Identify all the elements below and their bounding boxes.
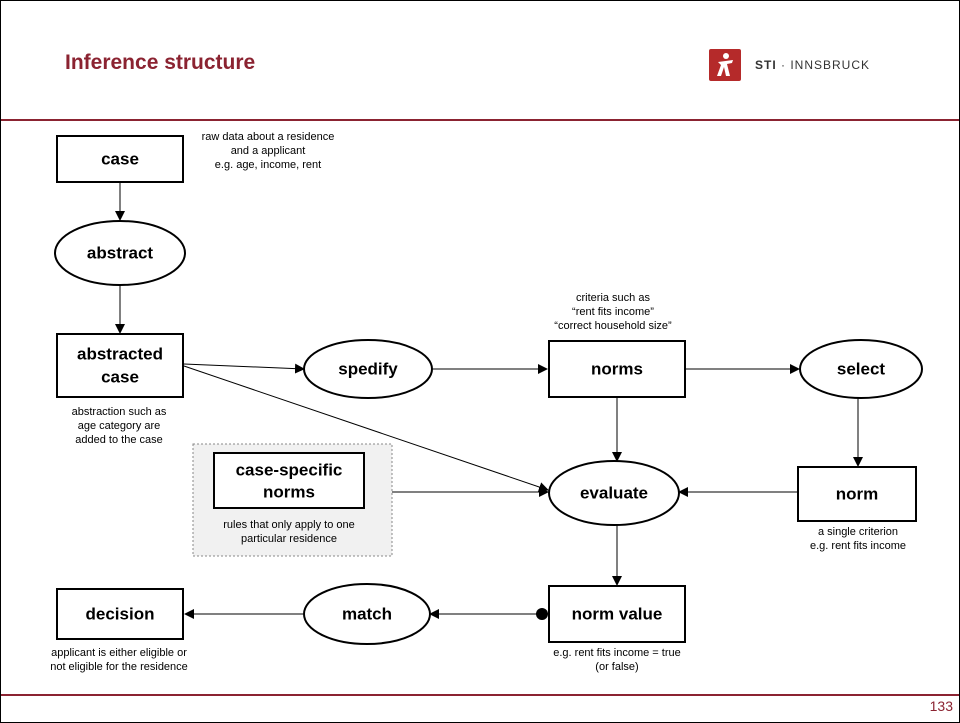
node-norm-value-label: norm value [572, 605, 663, 624]
sti-innsbruck-logo: STI · INNSBRUCK [709, 49, 909, 81]
node-case-specific-norms-label-line2: norms [263, 483, 315, 502]
node-abstract-ellipse [54, 220, 186, 286]
page-number: 133 [929, 698, 953, 714]
note-abstracted-case-line1: abstraction such as [72, 406, 167, 418]
header-rule [1, 119, 959, 121]
node-abstracted-case-label-line2: case [101, 368, 139, 387]
node-abstracted-case-box [56, 333, 184, 398]
node-match-label: match [342, 605, 392, 624]
node-case-box [56, 135, 184, 183]
note-case-specific-norms-line1: rules that only apply to one [223, 519, 354, 531]
node-spedify-label: spedify [338, 360, 398, 379]
note-abstracted-case-line2: age category are [78, 420, 161, 432]
node-spedify-ellipse [303, 339, 433, 399]
node-case-specific-norms-box [213, 452, 365, 509]
edge-abstractedcase-evaluate [183, 365, 549, 492]
note-case-line2: and a applicant [231, 145, 306, 157]
note-norms-line1: criteria such as [576, 292, 650, 304]
note-norm-value-line1: e.g. rent fits income = true [553, 647, 680, 659]
note-case-line3: e.g. age, income, rent [215, 159, 321, 171]
normvalue-connector-dot [536, 608, 548, 620]
node-norms-box [548, 340, 686, 398]
node-abstract-label: abstract [87, 244, 153, 263]
node-norm-value-box [548, 585, 686, 643]
logo-brand: STI [755, 58, 777, 72]
node-select-ellipse [799, 339, 923, 399]
node-case-specific-norms-label-line1: case-specific [236, 461, 343, 480]
node-evaluate-ellipse [548, 460, 680, 526]
logo-text: STI · INNSBRUCK [755, 58, 870, 72]
node-norms-label: norms [591, 360, 643, 379]
node-norm-box [797, 466, 917, 522]
node-evaluate-label: evaluate [580, 484, 648, 503]
note-decision-line2: not eligible for the residence [50, 661, 188, 673]
node-decision-box [56, 588, 184, 640]
note-norm-value-line2: (or false) [595, 661, 638, 673]
logo-name: INNSBRUCK [790, 58, 871, 72]
node-abstracted-case-label-line1: abstracted [77, 345, 163, 364]
note-norm-line1: a single criterion [818, 526, 898, 538]
sti-logo-icon [709, 49, 741, 81]
note-norm-line2: e.g. rent fits income [810, 540, 906, 552]
slide-title: Inference structure [65, 51, 256, 74]
node-select-label: select [837, 360, 886, 379]
node-norm-label: norm [836, 485, 879, 504]
note-norms-line3: “correct household size” [554, 320, 672, 332]
edge-abstractedcase-spedify [183, 363, 305, 374]
footer-rule [1, 694, 959, 696]
node-decision-label: decision [86, 605, 155, 624]
node-match-ellipse [303, 583, 431, 645]
note-case-specific-norms-line2: particular residence [241, 533, 337, 545]
note-norms-line2: “rent fits income” [572, 306, 654, 318]
note-decision-line1: applicant is either eligible or [51, 647, 187, 659]
node-case-label: case [101, 150, 139, 169]
inference-diagram: case abstract abstracted case spedify no… [50, 131, 923, 673]
note-abstracted-case-line3: added to the case [75, 434, 162, 446]
logo-separator: · [776, 58, 791, 72]
note-case-line1: raw data about a residence [202, 131, 335, 143]
